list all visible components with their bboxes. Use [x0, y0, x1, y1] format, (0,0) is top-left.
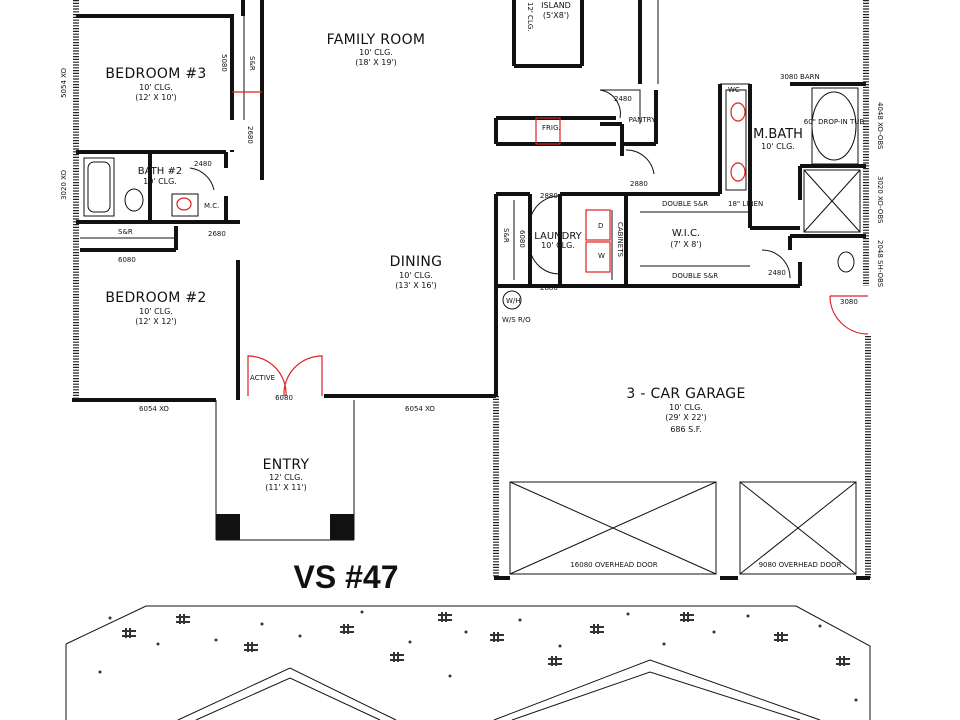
door-6080-b: 6080	[275, 394, 293, 402]
plan-title: VS #47	[294, 559, 399, 595]
entry-column-left	[216, 514, 240, 540]
frig-label: FRIG.	[542, 124, 561, 132]
bedroom3-clg: 10' CLG.	[139, 83, 173, 92]
laundry-clg: 10' CLG.	[541, 241, 575, 250]
door-2880-b: 2880	[540, 192, 558, 200]
sr-label-2: S&R	[118, 228, 133, 236]
window-3020-obs: 3020 XO-OBS	[876, 176, 884, 224]
washer-label: W	[598, 252, 605, 260]
pantry-name: PANTRY	[629, 116, 656, 124]
window-5054: 5054 XO	[60, 68, 68, 98]
shingle-marks	[122, 612, 850, 666]
dining-size: (13' X 16')	[395, 281, 437, 290]
roof-elevation	[65, 605, 871, 720]
door-5080: 5080	[220, 54, 228, 72]
double-sr-top: DOUBLE S&R	[662, 200, 708, 208]
window-4048: 4048 XO-OBS	[876, 102, 884, 150]
island-name: ISLAND	[541, 1, 571, 10]
tub-label: 60" DROP-IN TUB	[804, 118, 865, 126]
wic-name: W.I.C.	[672, 228, 700, 239]
window-3020: 3020 XO	[60, 170, 68, 200]
laundry-name: LAUNDRY	[534, 231, 582, 242]
entry-walls	[215, 355, 496, 541]
dryer-label: D	[598, 222, 603, 230]
bedroom2-clg: 10' CLG.	[139, 307, 173, 316]
garage-area: 686 S.F.	[670, 425, 701, 434]
bedroom3-size: (12' X 10')	[135, 93, 177, 102]
family-room-clg: 10' CLG.	[359, 48, 393, 57]
entry-clg: 12' CLG.	[269, 473, 303, 482]
left-wing-walls	[72, 0, 264, 402]
island-clg: 12' CLG.	[526, 2, 534, 32]
bath2-name: BATH #2	[138, 166, 182, 177]
ws-label: W/S R/O	[502, 316, 531, 324]
sr-label-1: S&R	[248, 56, 256, 71]
door-2480-c: 2480	[768, 269, 786, 277]
door-2880-c: 2880	[540, 284, 558, 292]
door-2880-a: 2880	[630, 180, 648, 188]
family-room-name: FAMILY ROOM	[327, 32, 426, 48]
wc-label: WC	[728, 86, 740, 94]
island-size: (5'X8')	[543, 11, 569, 20]
door-2680-a: 2680	[246, 126, 254, 144]
garage-name: 3 - CAR GARAGE	[626, 386, 745, 402]
double-sr-bottom: DOUBLE S&R	[672, 272, 718, 280]
entry-name: ENTRY	[263, 457, 310, 473]
garage-walls	[493, 295, 871, 580]
door-2680-b: 2680	[208, 230, 226, 238]
bedroom2-size: (12' X 12')	[135, 317, 177, 326]
door-2480-b: 2480	[614, 95, 632, 103]
window-2048: 2048 SH-OBS	[876, 240, 884, 288]
cabinets-label: CABINETS	[616, 222, 624, 257]
water-heater-label: W/H	[506, 297, 521, 305]
roof-dots	[98, 610, 858, 702]
bedroom3-name: BEDROOM #3	[105, 66, 206, 82]
room-labels: FAMILY ROOM 10' CLG. (18' X 19') ISLAND …	[105, 1, 803, 492]
bath2-fixtures	[83, 91, 262, 217]
wic-size: (7' X 8')	[670, 240, 701, 249]
annotations: S&R 5080 2680 2480 M.C. S&R 2680 6080 50…	[60, 54, 884, 569]
garage-clg: 10' CLG.	[669, 403, 703, 412]
dining-clg: 10' CLG.	[399, 271, 433, 280]
window-6054-b: 6054 XO	[405, 405, 435, 413]
mbath-name: M.BATH	[753, 127, 803, 142]
door-6080: 6080	[118, 256, 136, 264]
garage-size: (29' X 22')	[665, 413, 707, 422]
kitchen-walls	[494, 0, 659, 156]
window-6054-a: 6054 XO	[139, 405, 169, 413]
door-3080: 3080	[840, 298, 858, 306]
family-room-size: (18' X 19')	[355, 58, 397, 67]
master-bath-walls	[725, 0, 869, 286]
bedroom2-name: BEDROOM #2	[105, 290, 206, 306]
mbath-clg: 10' CLG.	[761, 142, 795, 151]
entry-column-right	[330, 514, 354, 540]
overhead-door-16080: 16080 OVERHEAD DOOR	[570, 561, 657, 569]
overhead-door-9080: 9080 OVERHEAD DOOR	[759, 561, 842, 569]
barn-door-label: 3080 BARN	[780, 73, 820, 81]
door-2480-a: 2480	[194, 160, 212, 168]
entry-size: (11' X 11')	[265, 483, 307, 492]
dining-name: DINING	[390, 254, 443, 270]
active-label: ACTIVE	[250, 374, 275, 382]
laundry-walls	[494, 83, 800, 396]
mc-label: M.C.	[204, 202, 219, 210]
door-6080-c: 6080	[518, 230, 526, 248]
sr-label-3: S&R	[502, 228, 510, 243]
linen-label: 18" LINEN	[728, 200, 763, 208]
bath2-clg: 10' CLG.	[143, 177, 177, 186]
